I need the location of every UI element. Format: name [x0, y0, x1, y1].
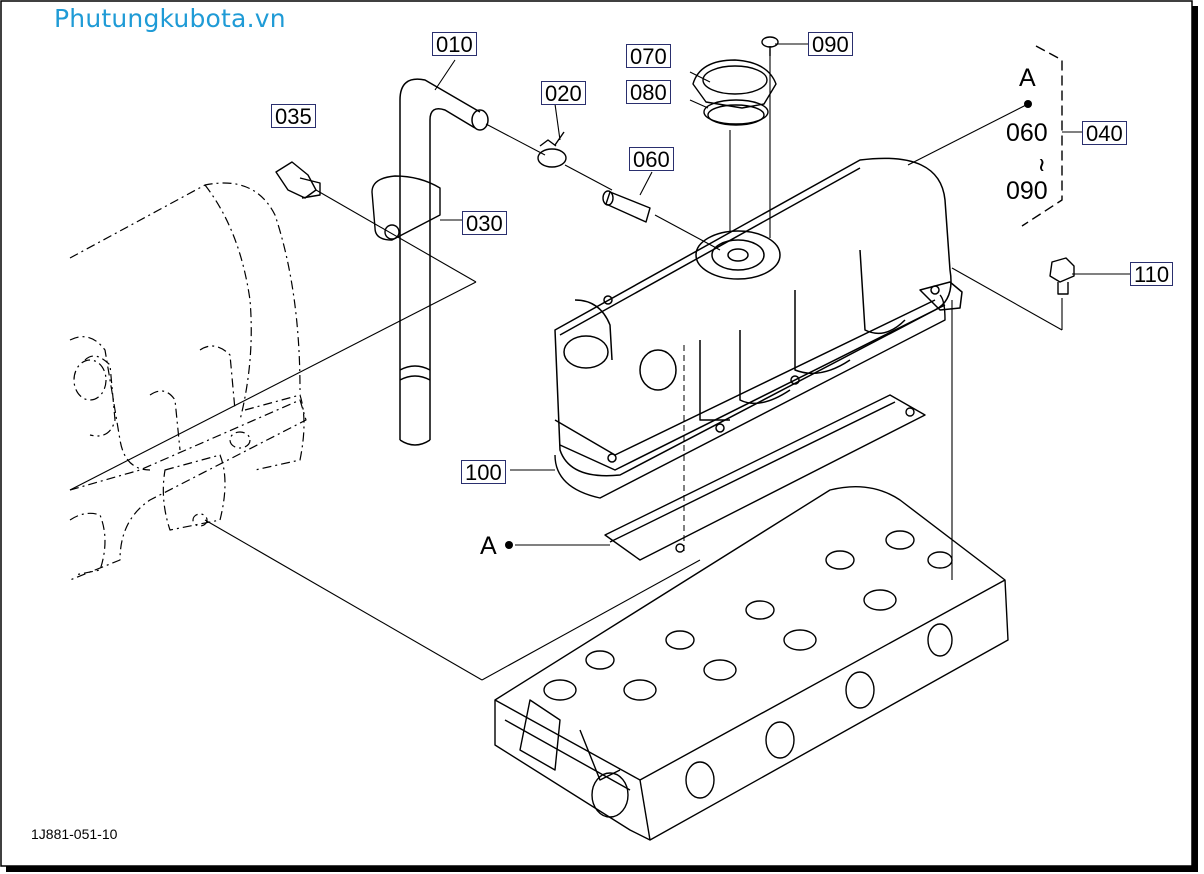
callout-110: 110: [1130, 262, 1174, 287]
breather-cover: [692, 59, 777, 126]
callout-035: 035: [271, 104, 316, 129]
shadow-right: [1192, 6, 1198, 870]
callout-080: 080: [626, 80, 671, 105]
hose-band: [537, 131, 567, 168]
cylinder-head-cover: [554, 157, 963, 477]
callout-060: 060: [629, 147, 674, 172]
leader-lines: [69, 43, 1130, 681]
range-tilde: ~: [1028, 156, 1057, 174]
flange-bolt: [1049, 257, 1075, 295]
group-bracket: [1021, 45, 1063, 227]
callout-020: 020: [541, 81, 586, 106]
breather-pipe: [602, 190, 651, 223]
hose-clamp: [371, 175, 441, 241]
site-watermark: Phutungkubota.vn: [54, 4, 286, 33]
callout-040: 040: [1082, 121, 1127, 146]
callout-070: 070: [626, 44, 671, 69]
head-cover-gasket: [554, 294, 946, 561]
shadow-bottom: [6, 866, 1198, 872]
hose-fitting: [275, 161, 321, 199]
callout-100: 100: [461, 460, 506, 485]
cylinder-head: [494, 485, 1009, 841]
group-marker-a: A: [1019, 64, 1036, 92]
gasket-marker-a: A: [480, 532, 497, 560]
range-end: 090: [1006, 177, 1048, 205]
reference-dots: [505, 100, 1032, 549]
callout-010: 010: [432, 32, 477, 57]
document-id: 1J881-051-10: [31, 826, 118, 842]
screw: [761, 36, 779, 56]
intake-manifold: [69, 182, 307, 581]
callout-030: 030: [462, 211, 507, 236]
range-start: 060: [1006, 119, 1048, 147]
breather-hose: [399, 78, 489, 446]
callout-090: 090: [808, 32, 853, 57]
